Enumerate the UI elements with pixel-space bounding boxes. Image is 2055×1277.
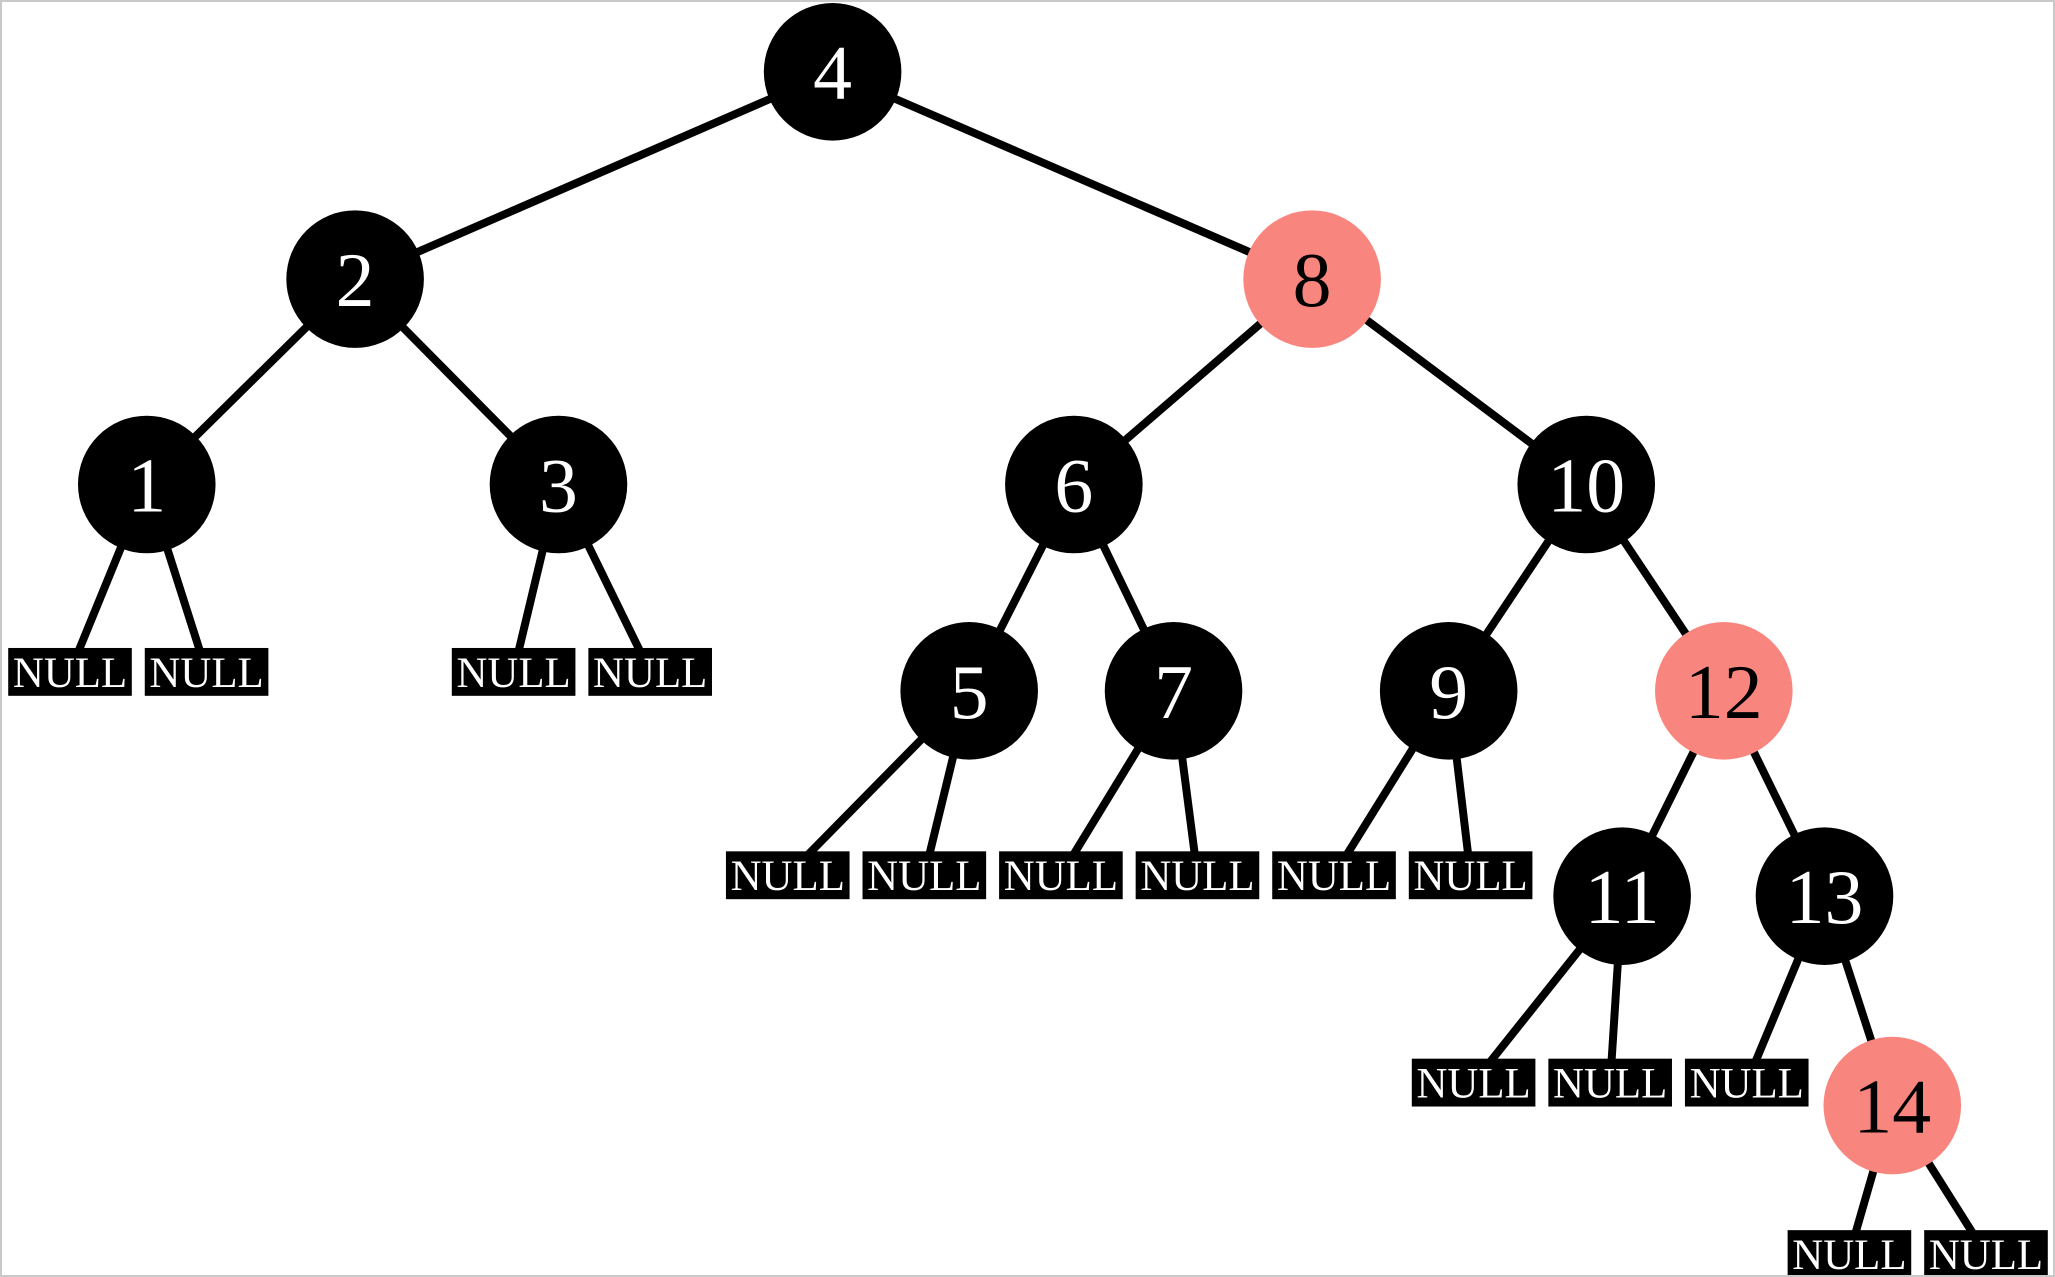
tree-node-label: 5 — [950, 649, 989, 735]
tree-node-5 — [900, 622, 1038, 760]
null-leaf-box — [144, 647, 269, 696]
null-leaf-box — [1684, 1058, 1809, 1107]
tree-node-7 — [1104, 622, 1243, 760]
tree-node-11 — [1553, 827, 1691, 965]
tree-node-label: 6 — [1054, 442, 1093, 528]
null-leaf-label: NULL — [13, 650, 127, 697]
null-leaf-label: NULL — [149, 650, 263, 697]
null-leaf-label: NULL — [593, 650, 707, 697]
tree-node-8 — [1243, 210, 1381, 348]
null-leaf-box — [8, 647, 132, 696]
null-leaf-label: NULL — [1140, 853, 1254, 900]
tree-edge-4-8 — [831, 68, 1314, 283]
tree-node-label: 10 — [1547, 442, 1625, 528]
null-leaf-label: NULL — [1004, 853, 1118, 900]
null-leaf-label: NULL — [1553, 1061, 1667, 1108]
null-leaf-label: NULL — [1792, 1232, 1906, 1275]
null-leaf-label: NULL — [867, 853, 981, 900]
null-leaf-box — [725, 851, 850, 900]
null-leaf-box — [1787, 1230, 1912, 1275]
tree-node-label: 13 — [1786, 854, 1864, 940]
tree-node-10 — [1517, 415, 1656, 554]
tree-edge-4-2 — [353, 68, 835, 283]
null-leaf-label: NULL — [1413, 853, 1527, 900]
null-leaf-box — [999, 851, 1123, 900]
null-leaf-label: NULL — [1277, 853, 1391, 900]
null-leaf-box — [451, 647, 576, 696]
tree-node-label: 8 — [1293, 237, 1332, 323]
tree-node-6 — [1005, 415, 1143, 554]
tree-node-label: 4 — [813, 30, 852, 116]
tree-node-2 — [286, 210, 424, 348]
null-leaf-box — [1924, 1230, 2048, 1275]
tree-node-12 — [1655, 622, 1793, 760]
tree-node-14 — [1823, 1036, 1962, 1175]
tree-node-label: 2 — [336, 237, 375, 323]
null-leaf-box — [1548, 1058, 1672, 1107]
tree-node-label: 11 — [1585, 854, 1660, 940]
tree-node-3 — [489, 415, 628, 554]
tree-node-label: 1 — [127, 442, 166, 528]
null-leaf-label: NULL — [456, 650, 570, 697]
null-leaf-label: NULL — [1929, 1232, 2043, 1275]
tree-node-label: 9 — [1429, 649, 1468, 735]
null-leaf-label: NULL — [1690, 1061, 1804, 1108]
null-leaf-box — [1408, 851, 1533, 900]
tree-node-label: 12 — [1685, 649, 1763, 735]
tree-node-label: 3 — [539, 442, 578, 528]
tree-node-label: 14 — [1853, 1063, 1931, 1149]
null-leaf-box — [1411, 1058, 1536, 1107]
null-leaf-box — [588, 647, 712, 696]
null-leaf-label: NULL — [731, 853, 845, 900]
null-leaf-box — [1135, 851, 1260, 900]
null-leaf-box — [1272, 851, 1396, 900]
null-leaf-box — [862, 851, 987, 900]
tree-node-13 — [1755, 827, 1894, 965]
tree-node-4 — [763, 2, 902, 141]
tree-node-9 — [1379, 622, 1518, 760]
null-leaf-label: NULL — [1416, 1061, 1530, 1108]
tree-node-1 — [77, 415, 216, 554]
tree-node-label: 7 — [1154, 649, 1193, 735]
